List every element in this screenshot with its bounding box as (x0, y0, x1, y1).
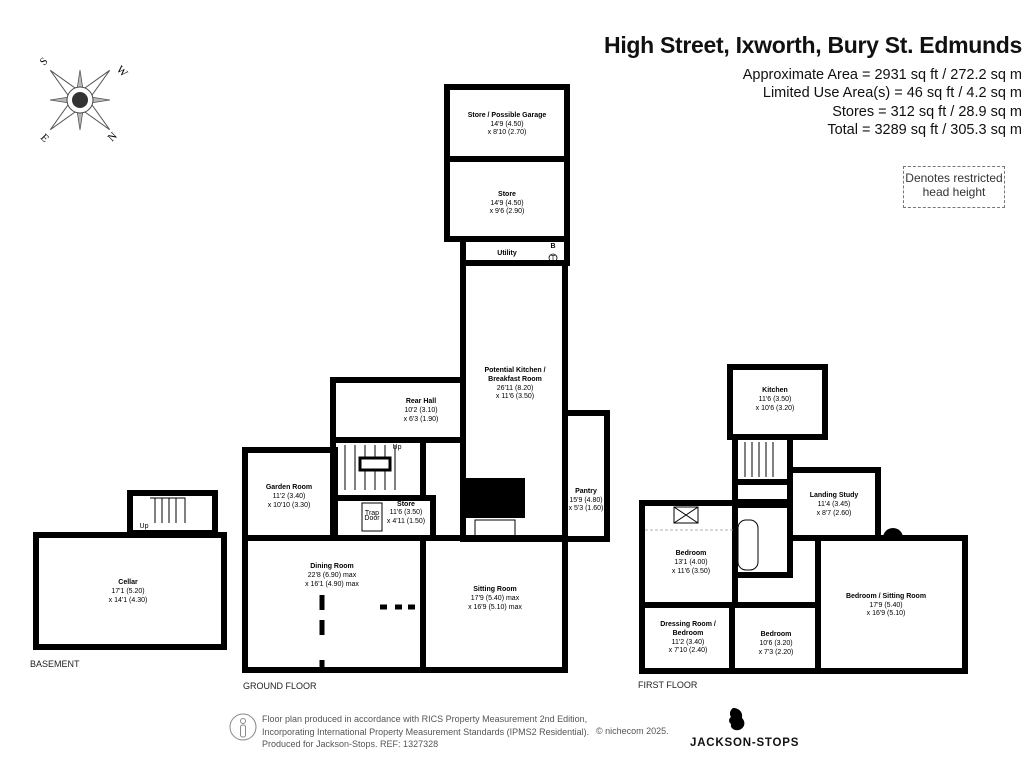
disclaimer-line: Floor plan produced in accordance with R… (262, 714, 588, 724)
stair-down-label: Down (795, 467, 814, 474)
room-dim: 10'6 (3.20) (759, 640, 792, 647)
compass-n: N (106, 130, 120, 144)
room-dim: x 9'6 (2.90) (490, 208, 525, 215)
area-stores: Stores = 312 sq ft / 28.9 sq m (832, 103, 1022, 120)
trap-door-label: Door (364, 515, 380, 522)
room-utility: Utility (497, 250, 517, 257)
room-dim: 10'2 (3.10) (404, 407, 437, 414)
room-dim: x 8'10 (2.70) (488, 129, 527, 136)
jackson-stops-logo-icon (729, 708, 745, 731)
room-garden-room: Garden Room (266, 484, 312, 491)
room-bedroom-sitting-room: Bedroom / Sitting Room (846, 593, 926, 600)
compass-w: W (114, 64, 130, 80)
room-dim: 26'11 (8.20) (497, 385, 534, 392)
room-dim: x 16'9 (5.10) (867, 610, 906, 617)
room-dim: x 8'7 (2.60) (817, 510, 852, 517)
first-floor-label: FIRST FLOOR (638, 680, 698, 690)
tank-label: T (551, 255, 556, 262)
room-dim: 14'9 (4.50) (490, 200, 523, 207)
room-dim: 22'8 (6.90) max (308, 572, 357, 579)
room-landing-study: Landing Study (810, 492, 859, 499)
trap-door-label: Trap (365, 510, 379, 517)
stair-up-label: Up (140, 523, 149, 530)
room-dim: 15'9 (4.80) (569, 497, 602, 504)
measurement-disclaimer: Floor plan produced in accordance with R… (262, 713, 589, 751)
stair-up-label: Up (393, 444, 402, 451)
room-dim: x 11'6 (3.50) (672, 568, 710, 575)
compass-e: E (38, 132, 51, 145)
property-title: High Street, Ixworth, Bury St. Edmunds (604, 32, 1022, 58)
first-floor-plan: Kitchen 11'6 (3.50) x 10'6 (3.20) Down L… (639, 364, 968, 674)
disclaimer-line: Incorporating International Property Mea… (262, 726, 590, 737)
room-bedroom: Bedroom (676, 550, 707, 557)
room-potential-kitchen: Potential Kitchen / (484, 367, 545, 374)
room-dim: x 6'3 (1.90) (404, 416, 439, 423)
area-approx: Approximate Area = 2931 sq ft / 272.2 sq… (742, 67, 1022, 83)
room-dim: 11'6 (3.50) (390, 509, 423, 516)
room-dim: 13'1 (4.00) (674, 559, 707, 566)
person-icon (229, 713, 257, 741)
basement-label: BASEMENT (30, 659, 80, 669)
room-dim: 11'2 (3.40) (672, 639, 705, 646)
area-summary: Approximate Area = 2931 sq ft / 272.2 sq… (743, 66, 1022, 139)
room-store: Store (498, 191, 516, 198)
room-cellar: Cellar (118, 579, 138, 586)
ground-floor-label: GROUND FLOOR (243, 681, 317, 691)
boiler-label: B (550, 243, 555, 250)
room-pantry: Pantry (575, 488, 597, 495)
room-dim: x 7'3 (2.20) (759, 649, 794, 656)
room-dining-room: Dining Room (310, 563, 354, 570)
room-kitchen: Kitchen (762, 387, 788, 394)
room-dim: x 16'1 (4.90) max (305, 581, 359, 588)
room-dim: 14'9 (4.50) (490, 121, 523, 128)
basement-plan: Up Cellar 17'1 (5.20) x 14'1 (4.30) (33, 490, 227, 650)
area-total: Total = 3289 sq ft / 305.3 sq m (827, 121, 1022, 138)
room-dim: x 5'3 (1.60) (569, 505, 604, 512)
disclaimer-line: Produced for Jackson-Stops. REF: 1327328 (262, 739, 439, 749)
room-rear-hall: Rear Hall (406, 398, 436, 405)
room-dim: x 10'6 (3.20) (756, 405, 795, 412)
room-dim: x 10'10 (3.30) (268, 502, 311, 509)
room-dim: 11'4 (3.45) (818, 501, 851, 508)
room-sitting-room: Sitting Room (473, 586, 517, 593)
room-dim: x 11'6 (3.50) (496, 393, 534, 400)
room-dim: x 4'11 (1.50) (387, 518, 425, 525)
room-breakfast-room: Breakfast Room (488, 376, 542, 383)
compass-rose-icon: S W N E (38, 55, 131, 145)
restricted-head-height-legend: Denotes restricted head height (903, 166, 1005, 208)
ground-floor-plan: Store / Possible Garage 14'9 (4.50) x 8'… (242, 84, 610, 673)
room-dim: 17'9 (5.40) max (471, 595, 520, 602)
room-dim: 17'9 (5.40) (869, 602, 902, 609)
room-dim: x 14'1 (4.30) (109, 597, 148, 604)
room-dim: 11'2 (3.40) (273, 493, 306, 500)
room-store-garage: Store / Possible Garage (468, 112, 547, 119)
room-dim: x 16'9 (5.10) max (468, 604, 522, 611)
compass-s: S (38, 55, 51, 68)
copyright: © nichecom 2025. (596, 726, 669, 736)
room-store: Store (397, 501, 415, 508)
room-dim: 11'6 (3.50) (759, 396, 792, 403)
room-dim: x 7'10 (2.40) (669, 647, 708, 654)
room-dressing-bedroom: Bedroom (673, 630, 704, 637)
room-bedroom: Bedroom (761, 631, 792, 638)
area-limited: Limited Use Area(s) = 46 sq ft / 4.2 sq … (762, 85, 1022, 102)
room-dim: 17'1 (5.20) (111, 588, 144, 595)
brand-logo-text: JACKSON-STOPS (690, 737, 800, 749)
room-dressing-room: Dressing Room / (660, 621, 716, 628)
